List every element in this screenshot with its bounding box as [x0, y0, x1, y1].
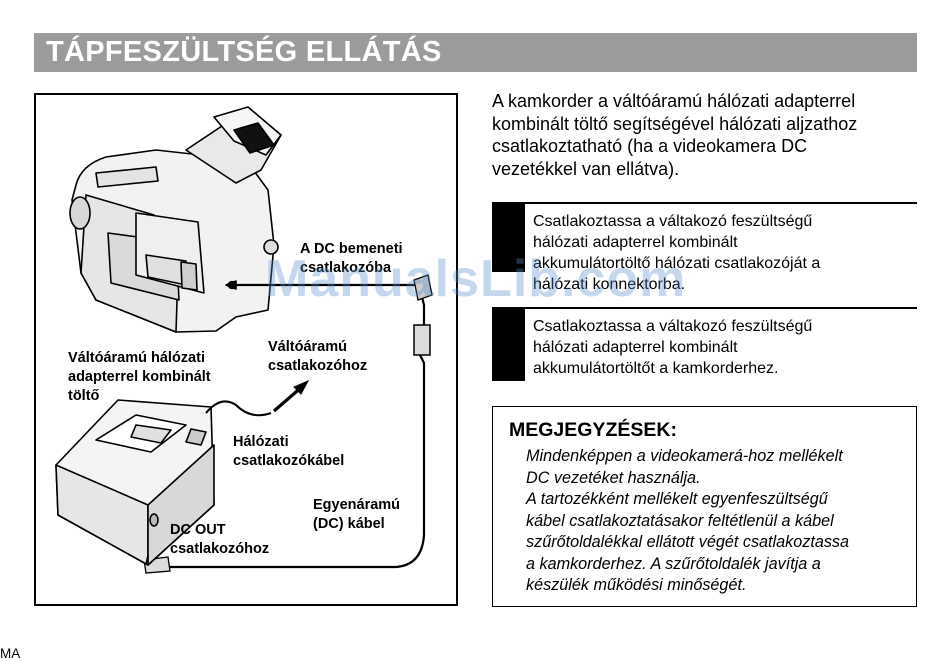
notes-text: Mindenképpen a videokamerá-hoz mellékelt… — [526, 447, 850, 594]
connection-figure: A DC bemeneti csatlakozóba Váltóáramú cs… — [34, 93, 458, 606]
dc-cable-drawing — [143, 274, 433, 574]
watermark: ManualsLib.com — [265, 250, 687, 308]
step-1-rule — [492, 202, 917, 204]
step-2-rule — [492, 307, 917, 309]
mains-cable-drawing — [205, 379, 310, 417]
step-1-text: Csatlakoztassa a váltakozó feszültségű h… — [533, 213, 821, 293]
step-2-marker — [492, 307, 525, 381]
step-1: Csatlakoztassa a váltakozó feszültségű h… — [492, 202, 917, 293]
label-dc-cable: Egyenáramú (DC) kábel — [313, 497, 401, 532]
notes-box: MEGJEGYZÉSEK: Mindenképpen a videokamerá… — [492, 406, 917, 607]
label-ac-outlet: Váltóáramú csatlakozóhoz — [268, 339, 368, 374]
label-charger: Váltóáramú hálózati adapterrel kombinált… — [68, 350, 211, 404]
label-dc-input: A DC bemeneti csatlakozóba — [300, 241, 403, 276]
notes-heading: MEGJEGYZÉSEK: — [509, 419, 677, 441]
step-2: Csatlakoztassa a váltakozó feszültségű h… — [492, 307, 917, 381]
label-dc-out: DC OUT csatlakozóhoz — [170, 522, 270, 557]
camcorder-illustration — [69, 106, 416, 333]
camcorder-charger-illustration — [55, 106, 433, 574]
label-mains-cable: Hálózati csatlakozókábel — [233, 434, 345, 469]
page-footer: MA — [0, 646, 21, 661]
intro-paragraph: A kamkorder a váltóáramú hálózati adapte… — [492, 91, 858, 179]
title-bar: TÁPFESZÜLTSÉG ELLÁTÁS — [34, 33, 917, 72]
step-2-text: Csatlakoztassa a váltakozó feszültségű h… — [533, 318, 813, 377]
step-1-marker — [492, 202, 525, 272]
charger-illustration — [55, 399, 215, 566]
page-title: TÁPFESZÜLTSÉG ELLÁTÁS — [46, 36, 442, 68]
